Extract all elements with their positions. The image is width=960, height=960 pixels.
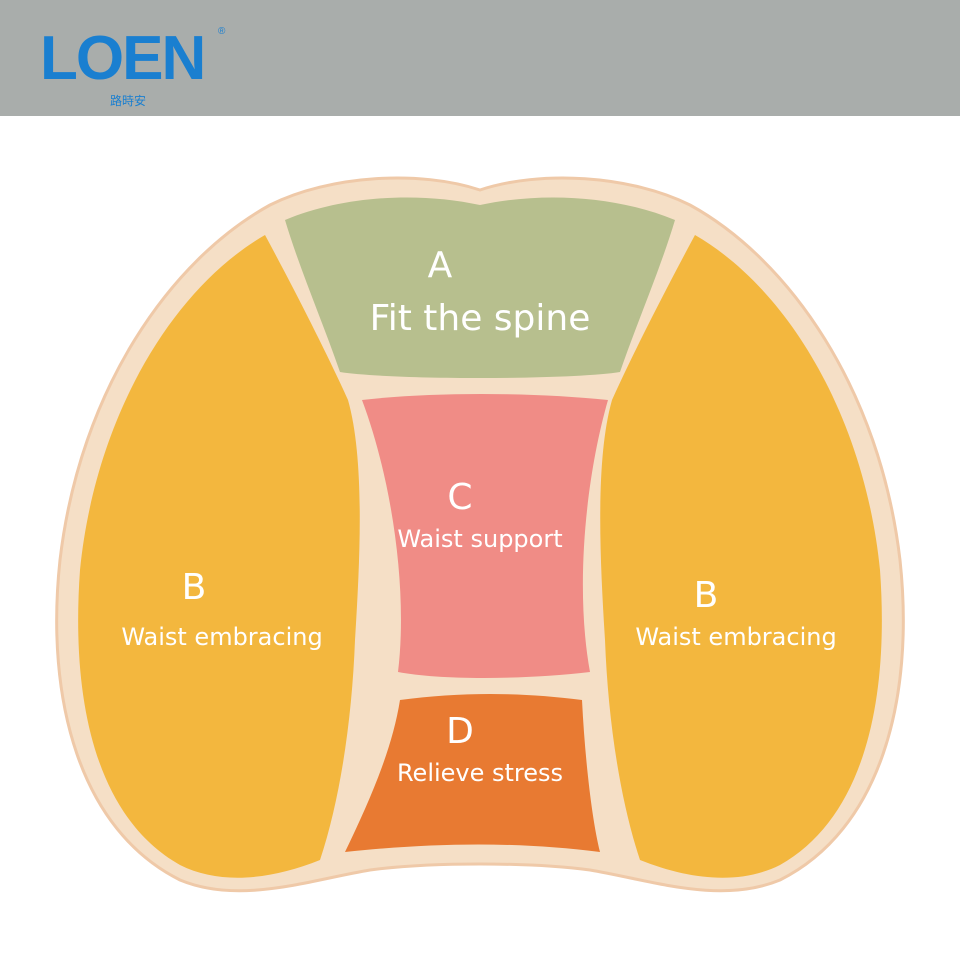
zone-d-letter: D [446, 711, 474, 752]
zone-c-text: Waist support [397, 525, 563, 553]
zone-a-letter: A [427, 245, 453, 286]
logo-subtitle: 路時安 [110, 94, 147, 108]
brand-logo: LOEN ® 路時安 [40, 24, 240, 114]
registered-mark: ® [218, 26, 226, 37]
zone-b-right-text: Waist embracing [635, 623, 837, 651]
zone-b-left [78, 235, 360, 878]
zone-b-right [600, 235, 882, 878]
zone-a-text: Fit the spine [369, 298, 591, 339]
zone-c-letter: C [447, 477, 473, 518]
zone-d [345, 694, 600, 852]
zone-a [285, 197, 675, 378]
header-bar: LOEN ® 路時安 [0, 0, 960, 116]
zone-b-left-text: Waist embracing [121, 623, 323, 651]
zone-c [362, 394, 608, 678]
logo-wordmark: LOEN [40, 24, 206, 93]
zone-d-text: Relieve stress [396, 759, 564, 787]
zone-b-left-letter: B [181, 567, 207, 608]
zone-b-right-letter: B [693, 575, 719, 616]
